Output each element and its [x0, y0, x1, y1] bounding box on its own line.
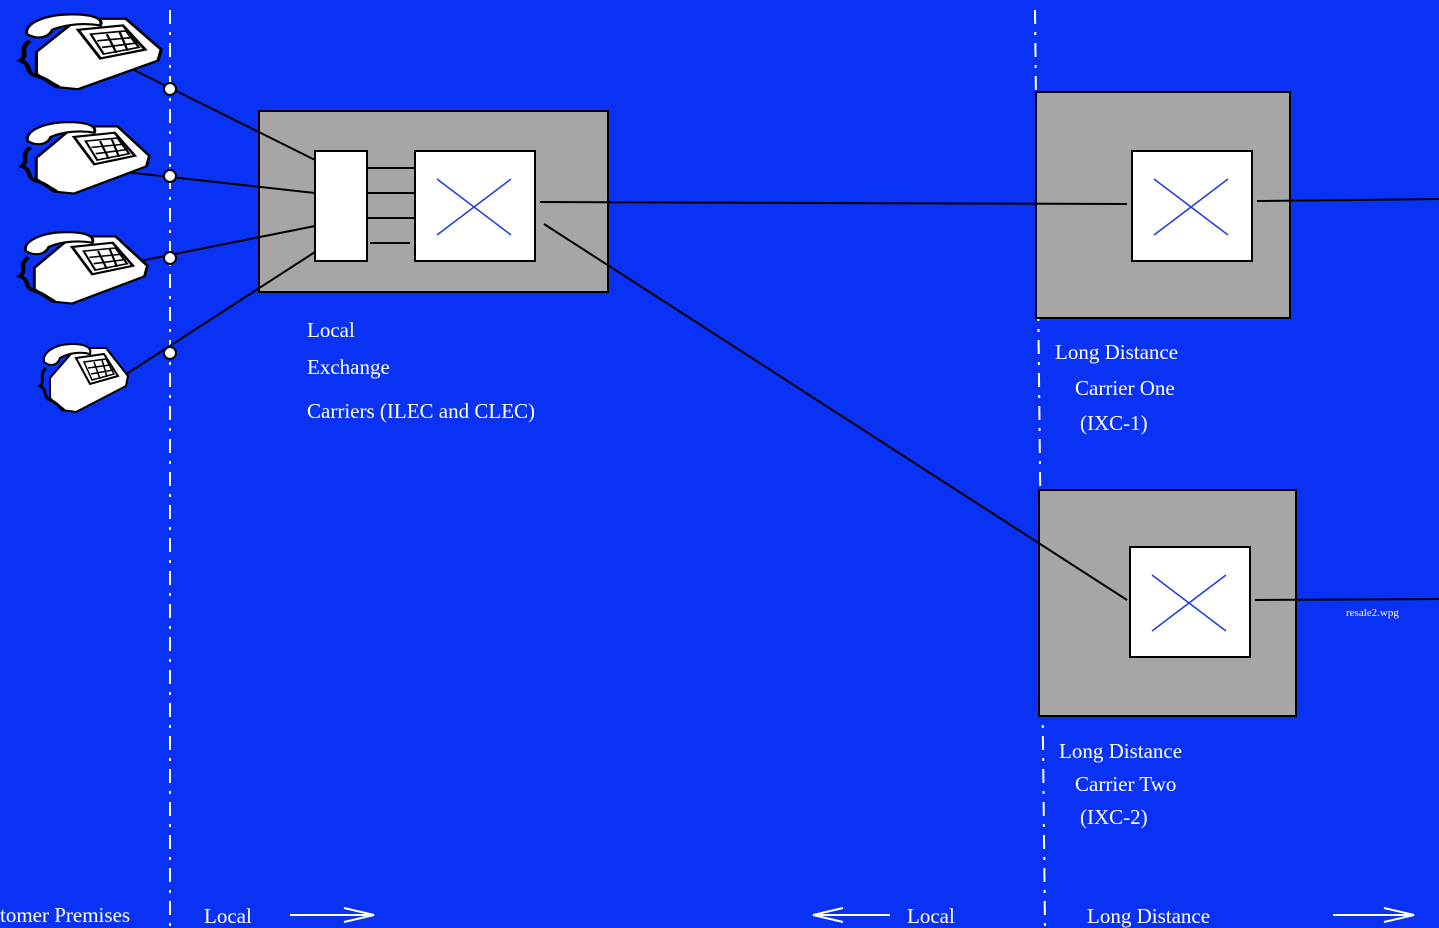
arrow-left-icon	[812, 907, 890, 923]
ld-boundary-line	[1034, 9, 1046, 928]
ixc1-label-1: Long Distance	[1055, 340, 1179, 364]
telephone-icon	[20, 14, 161, 89]
ixc2-label-1: Long Distance	[1059, 739, 1183, 763]
filename-label: resale2.wpg	[1346, 607, 1399, 619]
ixc1-outbound-trunk	[1256, 198, 1439, 202]
ixc1-label-3: (IXC-1)	[1080, 411, 1148, 435]
arrow-right-icon	[1333, 907, 1415, 923]
subscriber-lines	[124, 67, 316, 376]
ixc2-label-3: (IXC-2)	[1080, 805, 1148, 829]
local-left-label: Local	[204, 904, 252, 928]
local-switch	[414, 150, 536, 262]
demarc-point	[163, 346, 177, 360]
telephone-icon	[22, 122, 150, 193]
trunk-to-ixc1	[539, 201, 1128, 205]
customer-premises-label: tomer Premises	[0, 903, 131, 927]
demarc-point	[163, 169, 177, 183]
demarc-point	[163, 82, 177, 96]
ixc1-switch	[1131, 150, 1253, 262]
local-right-label: Local	[907, 904, 955, 928]
ixc1-label-2: Carrier One	[1075, 376, 1175, 400]
ixc2-switch	[1129, 546, 1251, 658]
trunk-to-ixc2	[543, 223, 1128, 601]
local-exchange-label-1: Local	[307, 318, 355, 342]
ixc2-outbound-trunk	[1254, 598, 1439, 601]
line-concentrator	[314, 150, 368, 262]
ixc2-label-2: Carrier Two	[1075, 772, 1177, 796]
local-exchange-label-2: Exchange	[307, 355, 390, 379]
telephone-icon	[38, 342, 130, 414]
demarc-point	[163, 251, 177, 265]
telephone-icon	[20, 232, 148, 303]
arrow-right-icon	[290, 907, 375, 923]
long-distance-label: Long Distance	[1087, 904, 1211, 928]
local-exchange-label-3: Carriers (ILEC and CLEC)	[307, 399, 536, 423]
